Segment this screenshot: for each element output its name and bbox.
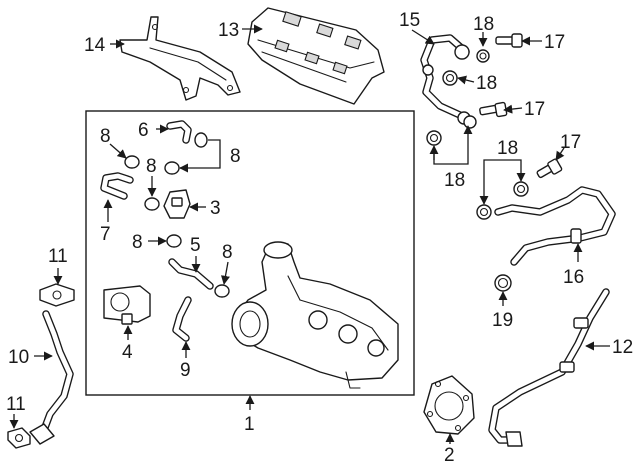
callout-18-a: 18 [473,14,494,35]
part-11-gasket-top[interactable] [39,283,75,307]
part-8-clamps[interactable] [124,132,230,298]
callout-10: 10 [8,347,29,368]
part-11-gasket-bottom[interactable] [7,427,31,449]
turbocharger-assembly[interactable] [231,241,399,389]
leader-lines [9,24,610,444]
callout-8-e: 8 [222,242,233,263]
callout-18-c: 18 [497,138,518,159]
part-2-gasket[interactable] [423,375,475,435]
part-16-return-line[interactable] [494,186,616,266]
part-5-hose[interactable] [168,258,214,290]
callout-14: 14 [84,35,106,56]
part-7-hose[interactable] [100,172,134,200]
callout-19: 19 [492,310,513,331]
callout-9: 9 [180,360,191,381]
part-4-actuator[interactable] [103,285,151,325]
callout-8-b: 8 [230,146,241,167]
callout-8-d: 8 [132,232,143,253]
callout-18-b: 18 [476,73,497,94]
callout-4: 4 [122,342,133,363]
callout-labels: 14 13 15 18 17 18 17 18 17 18 16 19 12 2… [6,10,633,466]
callout-17-c: 17 [560,132,581,153]
callout-11-a: 11 [48,246,68,267]
part-3-valve[interactable] [163,189,191,219]
callout-12: 12 [612,337,633,358]
callout-11-b: 11 [6,394,26,415]
callout-17-a: 17 [544,32,565,53]
callout-6: 6 [138,120,149,141]
part-13-heat-shield[interactable] [247,7,385,105]
part-17-bolt-top[interactable] [495,33,523,48]
part-12-coolant-line[interactable] [488,288,610,447]
callout-2: 2 [444,445,455,466]
callout-8-a: 8 [100,126,111,147]
callout-8-c: 8 [146,156,157,177]
callout-18-d: 18 [444,170,465,191]
part-9-hose[interactable] [172,296,192,342]
callout-13: 13 [218,20,239,41]
callout-17-b: 17 [524,99,545,120]
callout-7: 7 [100,224,111,245]
part-19-clamp[interactable] [494,274,512,292]
part-15-oil-line[interactable] [420,34,471,125]
callout-15: 15 [399,10,420,31]
part-14-bracket[interactable] [119,16,241,101]
part-6-hose[interactable] [166,120,192,144]
part-10-coolant-pipe[interactable] [29,310,74,445]
callout-16: 16 [563,267,584,288]
assembly-frame [85,110,415,396]
callout-5: 5 [190,235,201,256]
callout-3: 3 [210,198,221,219]
part-17-bolt-middle[interactable] [479,101,508,118]
part-18-washers[interactable] [426,49,529,220]
part-17-bolt-right[interactable] [536,158,563,179]
callout-1: 1 [244,414,255,435]
